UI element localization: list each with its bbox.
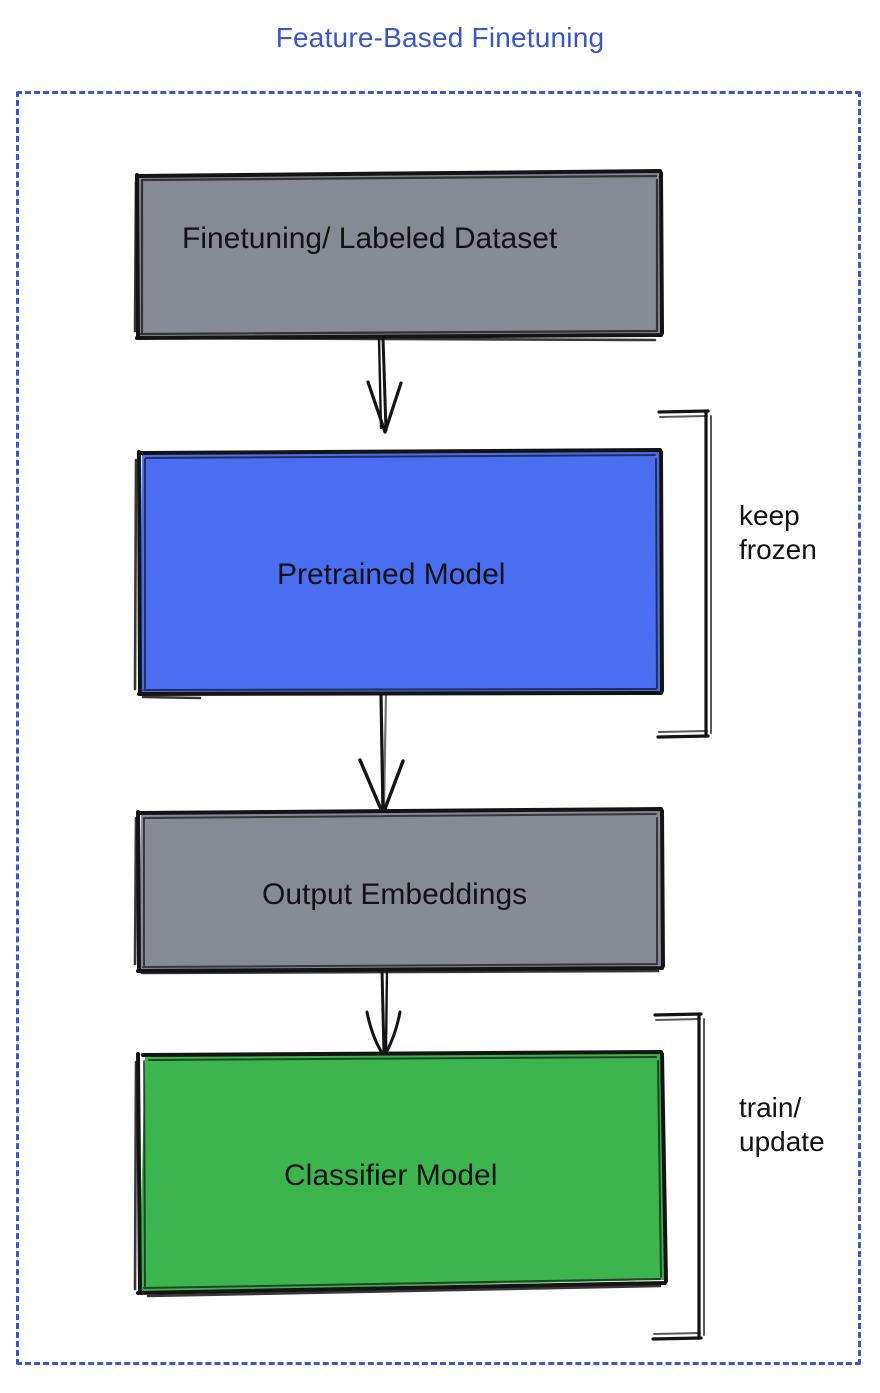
page-title: Feature-Based Finetuning	[275, 22, 605, 53]
annotation-train-update-label: train/ update	[739, 1092, 825, 1158]
node-classifier-model-label: Classifier Model	[284, 1159, 498, 1192]
node-finetuning-dataset-label: Finetuning/ Labeled Dataset	[182, 222, 558, 255]
node-output-embeddings-label: Output Embeddings	[262, 878, 528, 911]
annotation-keep-frozen-label: keep frozen	[739, 500, 817, 566]
diagram-frame-border	[16, 91, 861, 1365]
node-pretrained-model-label: Pretrained Model	[277, 558, 506, 591]
